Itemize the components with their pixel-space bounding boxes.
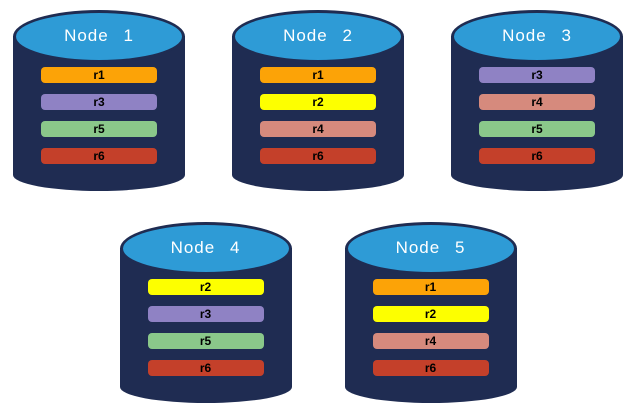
replica-label: r6 (93, 149, 105, 163)
node-cylinder-4: Node 4 r2 r3 r5 r6 (119, 222, 292, 403)
replica-bar: r2 (260, 94, 376, 110)
replica-bar: r1 (41, 67, 157, 83)
replica-label: r6 (312, 149, 324, 163)
replica-label: r3 (531, 68, 543, 82)
replica-bar: r3 (41, 94, 157, 110)
replica-label: r2 (199, 280, 212, 294)
replica-label: r2 (424, 307, 437, 321)
replica-label: r6 (424, 361, 437, 375)
replica-list: r2 r3 r5 r6 (147, 279, 264, 376)
node-cylinder-1: Node 1 r1 r3 r5 r6 (13, 10, 185, 191)
replica-list: r1 r2 r4 r6 (372, 279, 489, 376)
replica-label: r1 (312, 68, 324, 82)
node-cylinder-3: Node 3 r3 r4 r5 r6 (451, 10, 623, 191)
node-cylinder-2: Node 2 r1 r2 r4 r6 (232, 10, 404, 191)
replica-label: r1 (93, 68, 105, 82)
replica-bar: r1 (372, 279, 489, 295)
replica-label: r3 (199, 307, 212, 321)
replica-bar: r4 (479, 94, 595, 110)
replica-bar: r5 (147, 333, 264, 349)
replica-bar: r4 (372, 333, 489, 349)
replica-bar: r6 (479, 148, 595, 164)
node-title: Node 1 (64, 25, 134, 45)
replica-bar: r2 (372, 306, 489, 322)
replica-list: r1 r2 r4 r6 (260, 67, 376, 164)
replica-bar: r6 (41, 148, 157, 164)
bottom-row: Node 4 r2 r3 r5 r6 Node 5 r1 r2 r4 r6 (0, 222, 636, 403)
replica-label: r1 (424, 280, 437, 294)
cylinder-top: Node 4 (119, 222, 292, 275)
replica-bar: r6 (260, 148, 376, 164)
replica-label: r5 (531, 122, 543, 136)
replica-bar: r3 (147, 306, 264, 322)
node-title: Node 5 (395, 237, 466, 257)
replica-label: r3 (93, 95, 105, 109)
replica-bar: r6 (372, 360, 489, 376)
replica-bar: r5 (41, 121, 157, 137)
node-title: Node 4 (170, 237, 241, 257)
replica-label: r5 (93, 122, 105, 136)
replica-bar: r5 (479, 121, 595, 137)
cylinder-top: Node 2 (232, 10, 404, 63)
replica-bar: r1 (260, 67, 376, 83)
replica-bar: r2 (147, 279, 264, 295)
replica-list: r3 r4 r5 r6 (479, 67, 595, 164)
cylinder-top: Node 3 (451, 10, 623, 63)
top-row: Node 1 r1 r3 r5 r6 Node 2 r1 r2 r4 r6 (13, 10, 623, 191)
cylinder-top: Node 5 (344, 222, 517, 275)
replica-label: r5 (199, 334, 212, 348)
replica-label: r4 (531, 95, 543, 109)
replica-label: r6 (199, 361, 212, 375)
replica-list: r1 r3 r5 r6 (41, 67, 157, 164)
replica-label: r4 (312, 122, 324, 136)
node-cylinder-5: Node 5 r1 r2 r4 r6 (344, 222, 517, 403)
node-title: Node 3 (502, 25, 572, 45)
replica-bar: r3 (479, 67, 595, 83)
replica-label: r4 (424, 334, 437, 348)
cylinder-top: Node 1 (13, 10, 185, 63)
replica-label: r2 (312, 95, 324, 109)
replica-label: r6 (531, 149, 543, 163)
replica-bar: r6 (147, 360, 264, 376)
node-title: Node 2 (283, 25, 353, 45)
replica-bar: r4 (260, 121, 376, 137)
